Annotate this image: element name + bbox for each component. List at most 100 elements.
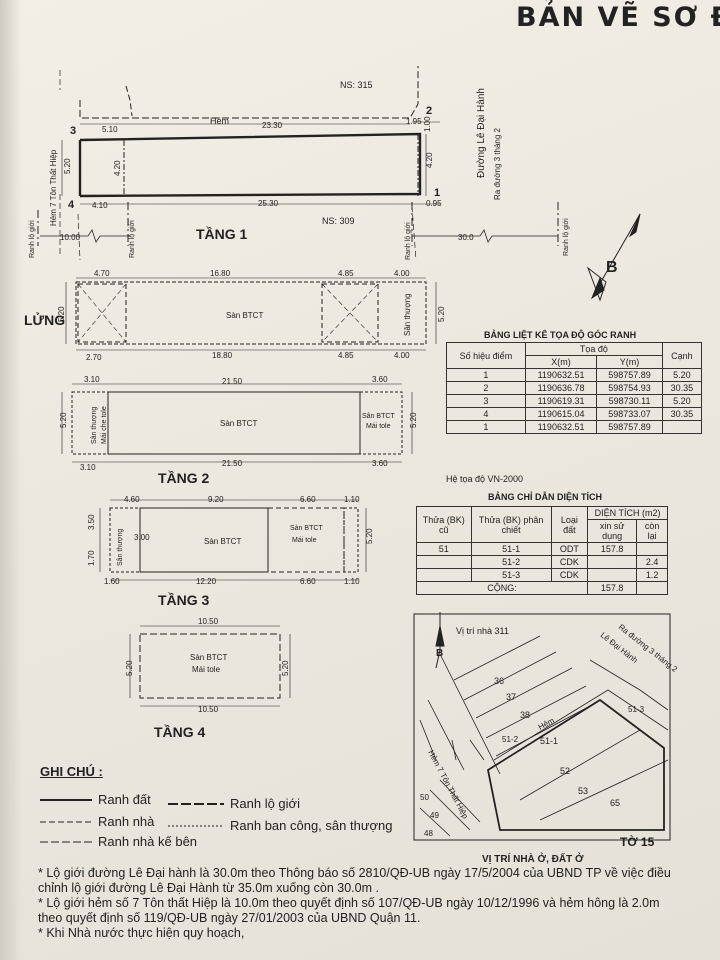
svg-text:3.50: 3.50 <box>87 514 96 530</box>
svg-text:Sàn BTCT: Sàn BTCT <box>204 537 241 546</box>
note-line: * Lộ giới hẻm số 7 Tôn thất Hiệp là 10.0… <box>38 896 660 925</box>
svg-text:37: 37 <box>506 692 516 702</box>
svg-text:1.00: 1.00 <box>423 116 432 132</box>
svg-text:Mái che tole: Mái che tole <box>101 406 108 444</box>
legend-item: Ranh nhà kế bên <box>98 834 198 849</box>
svg-text:3.10: 3.10 <box>80 463 96 472</box>
svg-text:5.10: 5.10 <box>102 125 118 134</box>
svg-text:65: 65 <box>610 798 620 808</box>
svg-text:Sàn BTCT: Sàn BTCT <box>290 525 323 532</box>
svg-text:51-1: 51-1 <box>540 736 558 746</box>
legend-item: Ranh ban công, sân thượng <box>230 818 393 833</box>
svg-text:3.00: 3.00 <box>134 533 150 542</box>
alley-label: Hẻm <box>210 116 229 126</box>
svg-text:5.20: 5.20 <box>365 528 374 544</box>
svg-text:Hẻm 7 Tôn Thất Hiệp: Hẻm 7 Tôn Thất Hiệp <box>426 749 470 821</box>
svg-text:Sân thượng: Sân thượng <box>117 529 124 566</box>
svg-text:16.80: 16.80 <box>210 269 231 278</box>
area-table-caption: BẢNG CHỈ DẪN DIỆN TÍCH <box>488 492 602 502</box>
svg-text:5.20: 5.20 <box>63 158 72 174</box>
svg-text:Ranh lộ giới: Ranh lộ giới <box>29 220 36 258</box>
svg-text:Sân BTCT: Sân BTCT <box>362 413 395 420</box>
table-row: CỘNG:157.8 <box>415 581 668 595</box>
svg-text:10.50: 10.50 <box>198 705 219 714</box>
svg-text:1: 1 <box>434 187 440 199</box>
svg-text:5.20: 5.20 <box>281 660 290 676</box>
svg-text:3.60: 3.60 <box>372 375 388 384</box>
svg-text:6.60: 6.60 <box>300 577 316 586</box>
svg-text:2.70: 2.70 <box>86 353 102 362</box>
svg-text:4.20: 4.20 <box>113 160 122 176</box>
svg-text:10.00: 10.00 <box>60 233 81 242</box>
svg-text:6.60: 6.60 <box>300 495 316 504</box>
svg-text:3: 3 <box>70 125 76 137</box>
svg-text:4.00: 4.00 <box>394 351 410 360</box>
svg-text:B: B <box>436 648 443 659</box>
svg-text:36: 36 <box>494 676 504 686</box>
svg-text:4.10: 4.10 <box>92 201 108 210</box>
floor4-label: TẦNG 4 <box>154 724 206 740</box>
svg-text:51-3: 51-3 <box>628 705 645 714</box>
svg-text:Sân thượng: Sân thượng <box>91 407 98 444</box>
svg-text:Mái tole: Mái tole <box>192 665 221 674</box>
svg-text:12.20: 12.20 <box>196 577 217 586</box>
floor1-label: TẦNG 1 <box>196 226 248 242</box>
svg-text:Ranh lộ giới: Ranh lộ giới <box>405 222 412 260</box>
map-location-label: Vị trí nhà 311 <box>456 626 509 636</box>
svg-text:5.20: 5.20 <box>57 306 66 322</box>
svg-text:10.50: 10.50 <box>198 617 219 626</box>
svg-text:51-2: 51-2 <box>502 735 519 744</box>
svg-text:5.20: 5.20 <box>59 412 68 428</box>
svg-text:Mái tole: Mái tole <box>366 423 391 430</box>
legend-item: Ranh lộ giới <box>230 796 300 811</box>
svg-text:Ranh lộ giới: Ranh lộ giới <box>563 218 570 256</box>
map-caption: VỊ TRÍ NHÀ Ở, ĐẤT Ở <box>482 852 584 865</box>
svg-text:Sân thượng: Sân thượng <box>403 293 412 336</box>
svg-text:2: 2 <box>426 105 432 117</box>
svg-text:Mái tole: Mái tole <box>292 537 317 544</box>
svg-text:5.20: 5.20 <box>125 660 134 676</box>
svg-text:4.70: 4.70 <box>94 269 110 278</box>
svg-text:4.00: 4.00 <box>394 269 410 278</box>
svg-text:49: 49 <box>430 811 439 820</box>
ns-bottom-label: NS: 309 <box>322 216 355 226</box>
svg-text:1.10: 1.10 <box>344 495 360 504</box>
svg-text:23.30: 23.30 <box>262 121 283 130</box>
legend-item: Ranh nhà <box>98 814 155 829</box>
floor3-label: TẦNG 3 <box>158 592 210 608</box>
svg-text:30.0: 30.0 <box>458 233 474 242</box>
area-table: Thửa (BK) cũ Thửa (BK) phân chiết Loại đ… <box>415 506 668 595</box>
svg-text:1.60: 1.60 <box>104 577 120 586</box>
svg-text:1.70: 1.70 <box>87 550 96 566</box>
svg-text:48: 48 <box>424 829 433 838</box>
svg-text:21.50: 21.50 <box>222 377 243 386</box>
floor2-label: TẦNG 2 <box>158 470 210 486</box>
neighbor-top-outline <box>79 66 419 119</box>
svg-text:52: 52 <box>560 766 570 776</box>
svg-text:9.20: 9.20 <box>208 495 224 504</box>
svg-text:0.95: 0.95 <box>426 199 442 208</box>
ns-top-label: NS: 315 <box>340 80 373 90</box>
svg-text:4.60: 4.60 <box>124 495 140 504</box>
coord-system: Hệ tọa độ VN-2000 <box>446 474 524 484</box>
document-title: BẢN VẼ SƠ Đ <box>516 2 720 33</box>
alley-side-label: Hẻm 7 Tôn Thất Hiệp <box>49 149 58 226</box>
svg-text:5.20: 5.20 <box>437 306 446 322</box>
svg-text:3.10: 3.10 <box>84 375 100 384</box>
page-shadow <box>0 0 22 960</box>
svg-text:4: 4 <box>68 199 75 211</box>
map-sheet: TỜ 15 <box>620 834 655 849</box>
coord-table-caption: BẢNG LIỆT KÊ TỌA ĐỘ GÓC RANH <box>484 330 637 340</box>
svg-text:Sàn BTCT: Sàn BTCT <box>226 311 263 320</box>
